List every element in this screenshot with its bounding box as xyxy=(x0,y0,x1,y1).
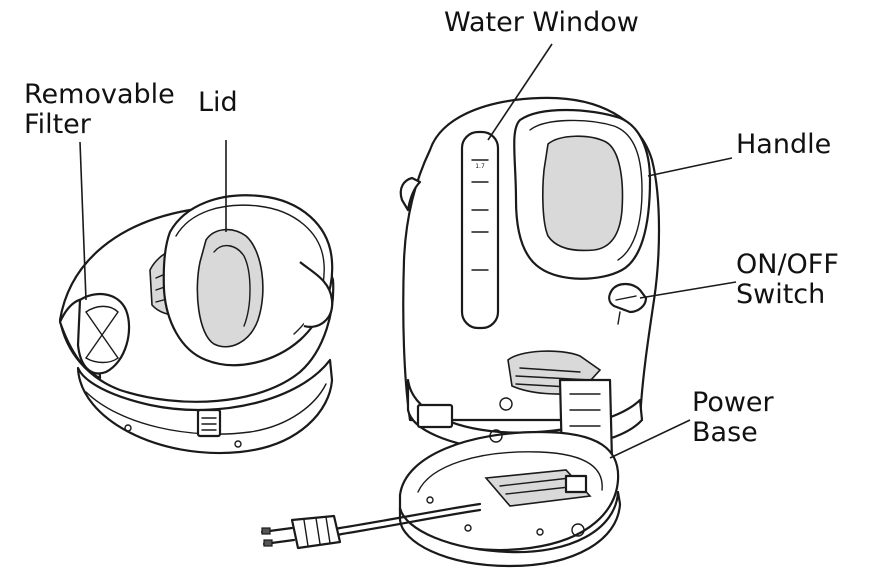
leader-water-window xyxy=(487,43,553,141)
label-water-window: Water Window xyxy=(444,7,639,38)
label-on-off-line1: ON/OFF xyxy=(736,249,839,280)
svg-text:1.7: 1.7 xyxy=(475,163,485,170)
label-power-base-line1: Power xyxy=(692,387,774,418)
lid-part xyxy=(162,194,334,367)
label-handle: Handle xyxy=(736,129,832,160)
removable-filter-part xyxy=(76,292,131,375)
kettle-body-assembly: 1.7 xyxy=(399,96,661,462)
label-lid: Lid xyxy=(198,87,238,118)
label-power-base-line2: Base xyxy=(692,417,758,448)
handle-part xyxy=(513,108,652,280)
on-off-switch-part xyxy=(608,282,648,325)
kettle-top-assembly xyxy=(58,194,335,455)
label-removable-filter-line2: Filter xyxy=(24,109,91,140)
leader-removable-filter xyxy=(79,141,87,301)
power-base-part xyxy=(260,429,622,568)
label-on-off-line2: Switch xyxy=(736,279,826,310)
leader-power-base xyxy=(609,419,691,459)
leader-on-off xyxy=(639,281,737,299)
leader-handle xyxy=(647,157,733,177)
water-window-part: 1.7 xyxy=(460,130,500,330)
label-removable-filter-line1: Removable xyxy=(24,79,175,110)
